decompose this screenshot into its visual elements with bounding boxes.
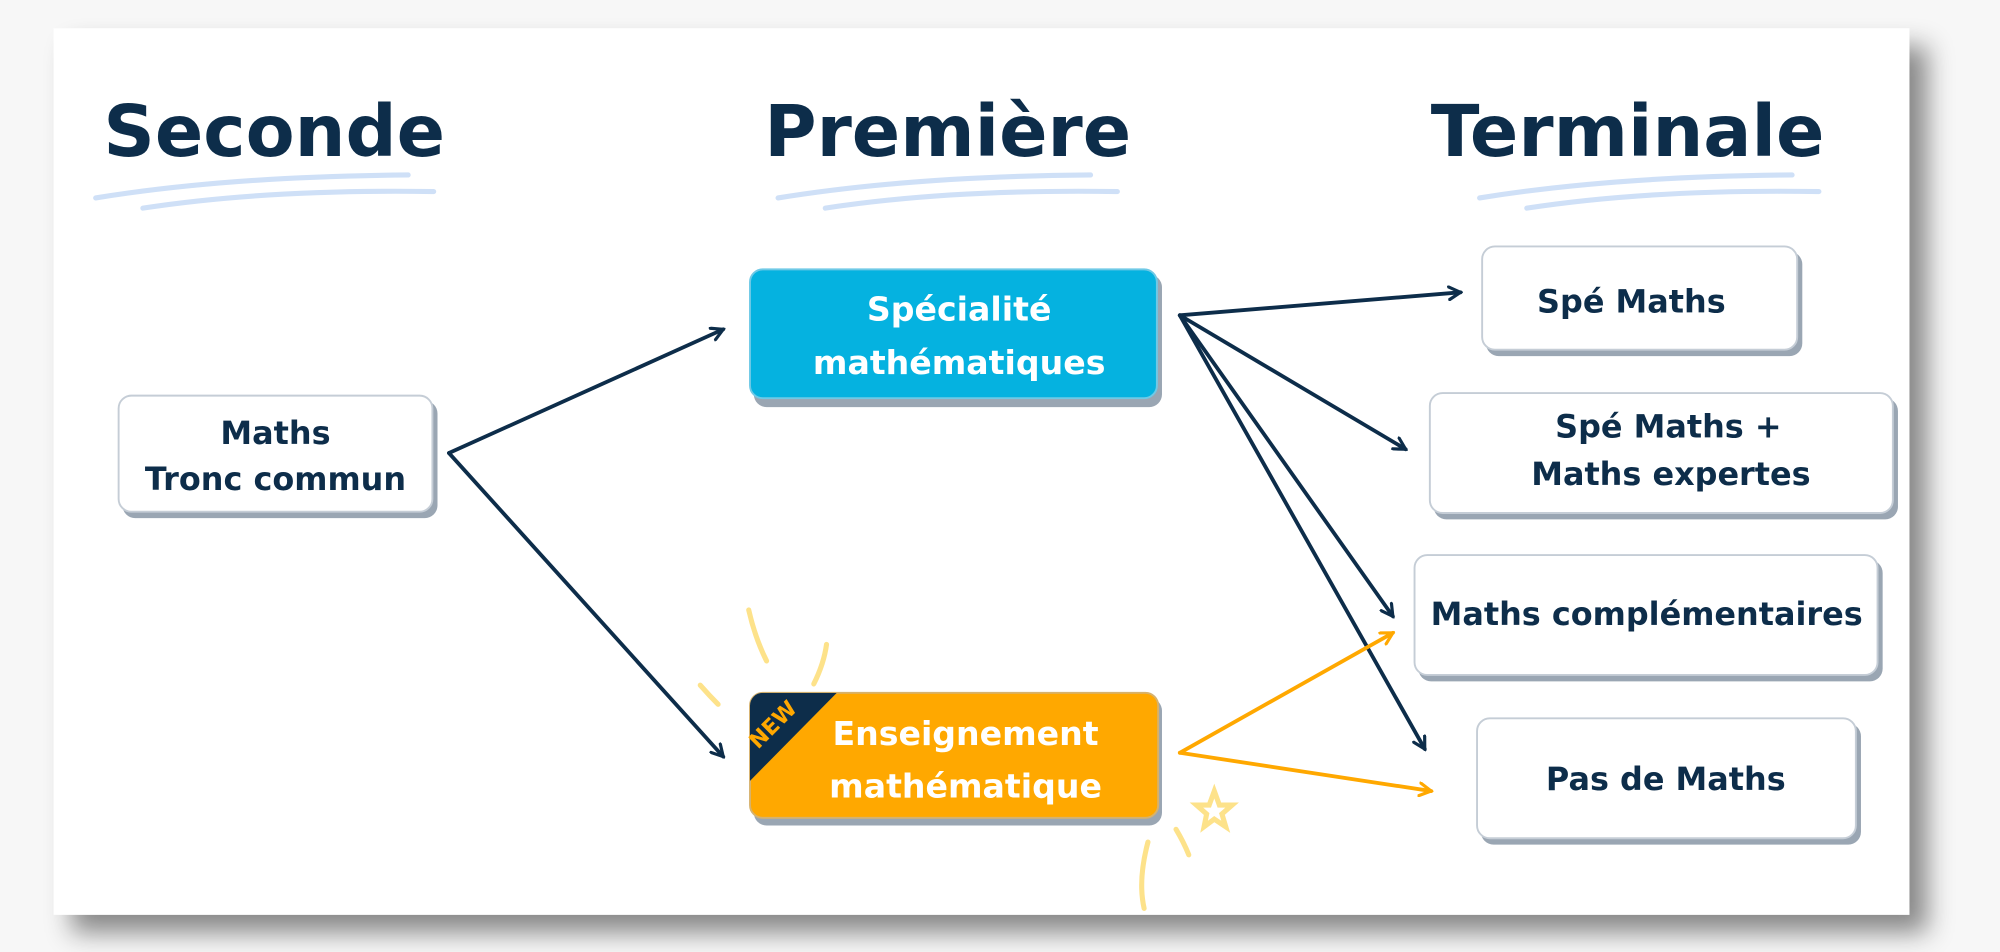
svg-text:Maths complémentaires: Maths complémentaires [1431,595,1863,633]
arrow-enseignement-to-pas-de-maths [1177,750,1431,791]
svg-text:mathématique: mathématique [829,766,1102,805]
arrow-specialite-to-pas-de-maths [1177,313,1427,749]
arrow-tronc-to-specialite [447,329,723,455]
node-spe-maths: Spé Maths [1481,245,1803,357]
sparkle-decoration [697,607,1239,911]
svg-text:Maths: Maths [220,414,330,452]
svg-text:Spécialité: Spécialité [867,289,1052,328]
svg-text:Spé Maths +: Spé Maths + [1555,408,1781,446]
arrow-specialite-to-complementaires [1177,313,1395,616]
node-enseignement-mathematique: NEW Enseignement mathématique [745,691,1162,826]
svg-text:mathématiques: mathématiques [813,343,1106,382]
heading-terminale: Terminale [1431,90,1825,173]
star-icon [1189,783,1239,833]
svg-text:Tronc commun: Tronc commun [145,460,406,498]
node-maths-complementaires: Maths complémentaires [1413,554,1883,682]
arrow-tronc-to-enseignement [447,451,723,757]
svg-text:Spé Maths: Spé Maths [1537,283,1726,321]
node-specialite-mathematiques: Spécialité mathématiques [749,268,1162,408]
svg-text:Maths expertes: Maths expertes [1531,455,1810,493]
arrow-specialite-to-spe-maths [1177,292,1461,318]
arrow-enseignement-to-complementaires [1177,630,1393,755]
arrow-specialite-to-expertes [1177,313,1406,452]
heading-underlines [93,172,1822,211]
node-spe-maths-expertes: Spé Maths + Maths expertes [1428,392,1898,520]
node-tronc-commun: Maths Tronc commun [117,394,438,519]
svg-text:Enseignement: Enseignement [832,714,1098,753]
heading-premiere: Première [764,90,1131,173]
new-ribbon [750,692,837,781]
node-pas-de-maths: Pas de Maths [1476,717,1861,845]
arrows [447,292,1461,791]
heading-seconde: Seconde [103,90,445,173]
svg-text:Pas de Maths: Pas de Maths [1546,760,1786,798]
